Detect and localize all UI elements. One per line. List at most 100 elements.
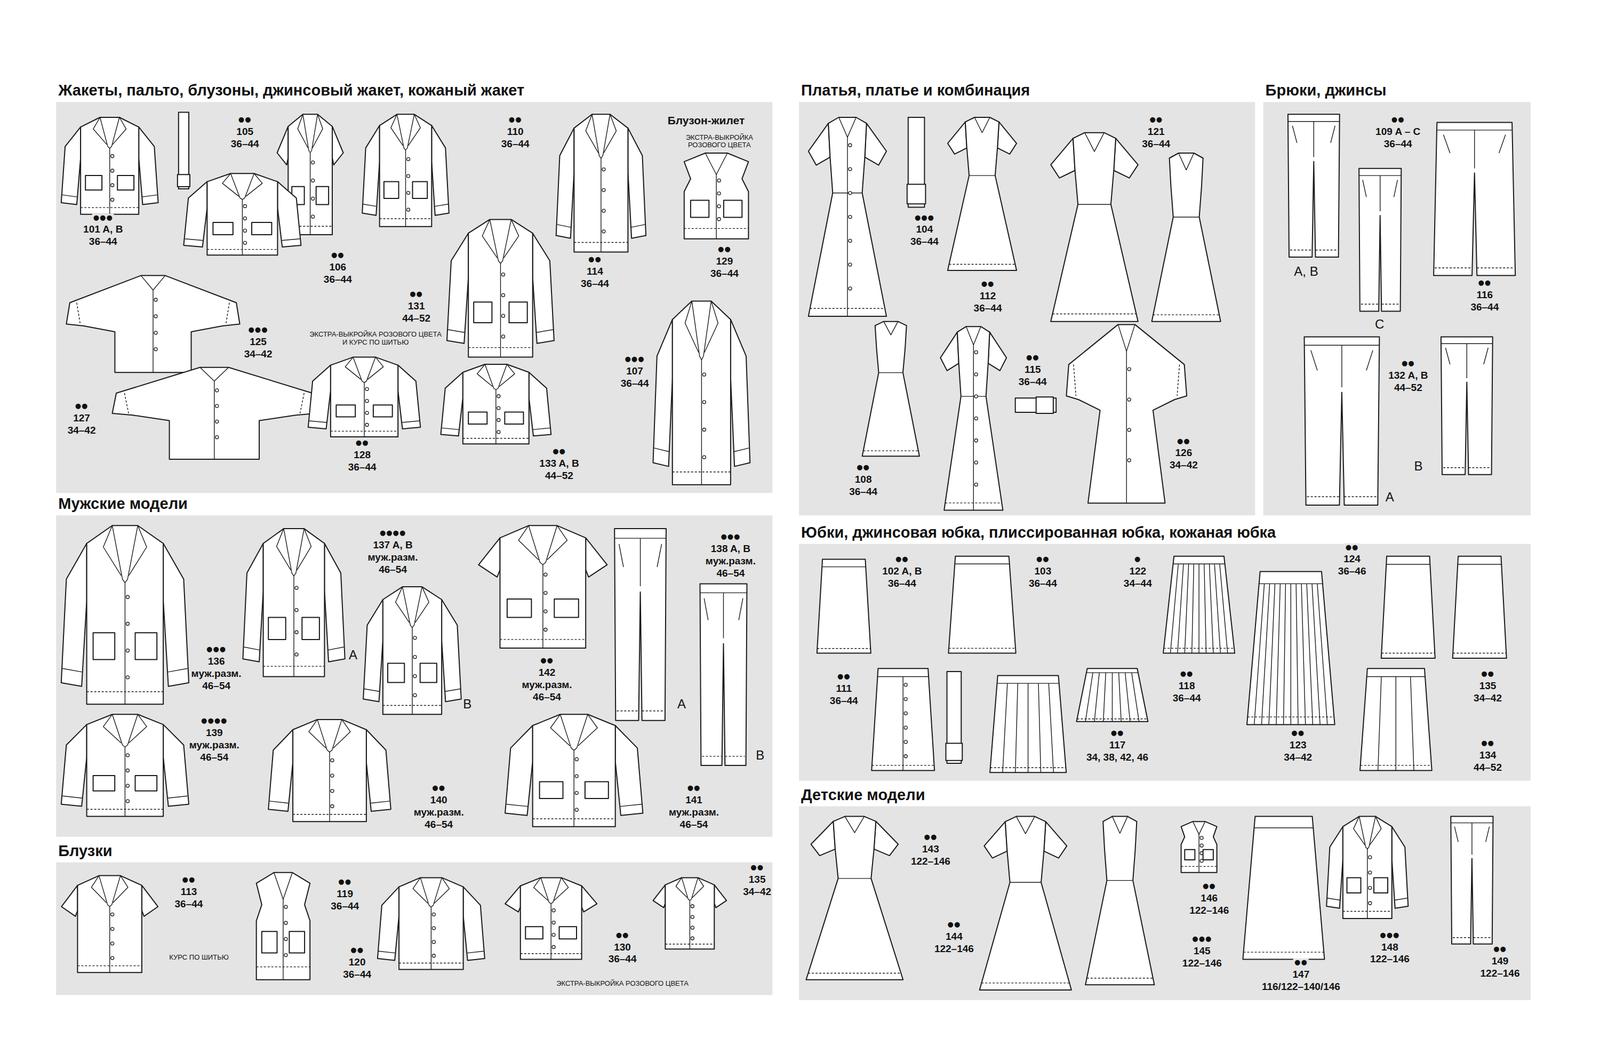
garment-outline — [183, 181, 207, 247]
garment-seam — [412, 877, 428, 903]
difficulty-dots: ●● — [1290, 728, 1306, 737]
garment-seam — [1290, 249, 1312, 251]
garment-seam — [550, 714, 570, 746]
garment-outline — [86, 525, 164, 704]
garment-outline — [539, 781, 564, 799]
garment-seam — [467, 950, 484, 953]
garment-button — [702, 372, 706, 376]
garment-seam — [329, 719, 342, 752]
model-number: 131 — [406, 300, 427, 312]
garment-outline — [1288, 114, 1340, 258]
model-number: 127 — [72, 412, 92, 424]
garment-seam — [317, 719, 330, 752]
difficulty-dots: ●● — [894, 555, 910, 564]
garment-seam — [1434, 267, 1472, 269]
model-number: 122–146 — [933, 943, 975, 955]
garment-outline — [384, 181, 399, 199]
garment-button — [1127, 428, 1131, 432]
difficulty-dots: ●●● — [719, 532, 742, 541]
garment-seam — [468, 347, 533, 348]
garment-seam — [1301, 583, 1306, 725]
garment-seam — [411, 627, 413, 715]
model-number: 44–52 — [401, 312, 432, 324]
garment-button — [690, 904, 694, 908]
garment-seam — [504, 219, 519, 258]
garment-button — [848, 262, 852, 267]
difficulty-dots: ●● — [614, 930, 631, 939]
garment-button — [154, 347, 158, 351]
garment-button — [848, 167, 852, 171]
model-number: 36–44 — [341, 969, 373, 981]
garment-seam — [1002, 683, 1008, 773]
garment-seam — [1445, 347, 1451, 365]
difficulty-dots: ●●●● — [200, 716, 229, 725]
garment-outline — [308, 365, 331, 429]
garment-seam — [109, 875, 121, 907]
garment-outline — [1347, 877, 1362, 893]
model-number: 141 — [684, 794, 704, 806]
garment-seam — [974, 117, 990, 133]
garment-seam — [1038, 683, 1042, 773]
garment-seam — [573, 714, 588, 750]
garment-outline — [441, 372, 463, 436]
garment-outline — [1050, 132, 1139, 322]
model-number: 118 — [1177, 680, 1197, 692]
garment-seam — [185, 238, 204, 241]
model-number: 36–44 — [229, 138, 261, 150]
difficulty-dots: ●●●● — [378, 528, 407, 537]
model-number: муж.разм. — [188, 739, 241, 751]
garment-button — [330, 804, 334, 808]
garment-button — [284, 921, 288, 925]
garment-seam — [733, 448, 749, 452]
garment-outline — [66, 275, 240, 373]
garment-outline — [817, 559, 871, 654]
difficulty-dots: ●● — [181, 875, 197, 884]
garment-outline — [1392, 826, 1409, 909]
garment-outline — [714, 884, 727, 908]
garment-outline — [1441, 336, 1493, 475]
garment-seam — [109, 906, 110, 973]
garment-outline — [1085, 816, 1155, 986]
garment-outline — [251, 222, 272, 235]
garment-seam — [616, 710, 639, 711]
model-number: 122 — [1128, 565, 1148, 578]
garment-button — [497, 430, 501, 434]
garment-outline — [93, 775, 116, 791]
garment-outline — [581, 885, 598, 912]
garment-seam — [112, 117, 127, 145]
garment-button — [294, 608, 299, 612]
garment-seam — [442, 427, 460, 430]
difficulty-dots: ●● — [337, 877, 353, 886]
garment-button — [904, 711, 908, 715]
garment-button — [294, 586, 299, 590]
garment-seam — [99, 875, 110, 907]
garment-outline — [1076, 668, 1149, 722]
garment-seam — [533, 877, 549, 901]
garment-seam — [532, 427, 550, 430]
garment-seam — [536, 329, 554, 333]
garment-seam — [80, 206, 139, 208]
garment-seam — [642, 710, 664, 711]
difficulty-dots: ●● — [1201, 881, 1218, 890]
garment-button — [602, 229, 606, 234]
garment-button — [904, 754, 908, 758]
garment-seam — [330, 430, 398, 432]
section-heading: Мужские модели — [58, 495, 188, 513]
garment-seam — [226, 302, 230, 325]
garment-seam — [1106, 880, 1133, 881]
garment-seam — [1443, 467, 1466, 468]
garment-seam — [878, 372, 904, 373]
garment-button — [497, 394, 501, 398]
garment-outline — [112, 367, 317, 460]
garment-seam — [1209, 563, 1214, 653]
garment-outline — [420, 663, 437, 683]
garment-seam — [603, 114, 617, 153]
garment-seam — [281, 238, 300, 241]
garment-outline — [811, 821, 836, 856]
garment-button — [544, 627, 548, 631]
difficulty-dots: ●● — [1025, 353, 1041, 362]
garment-outline — [1242, 816, 1325, 960]
difficulty-dots: ●●● — [624, 355, 646, 364]
variant-letter: A — [347, 648, 359, 663]
difficulty-dots: ●● — [1109, 728, 1126, 737]
